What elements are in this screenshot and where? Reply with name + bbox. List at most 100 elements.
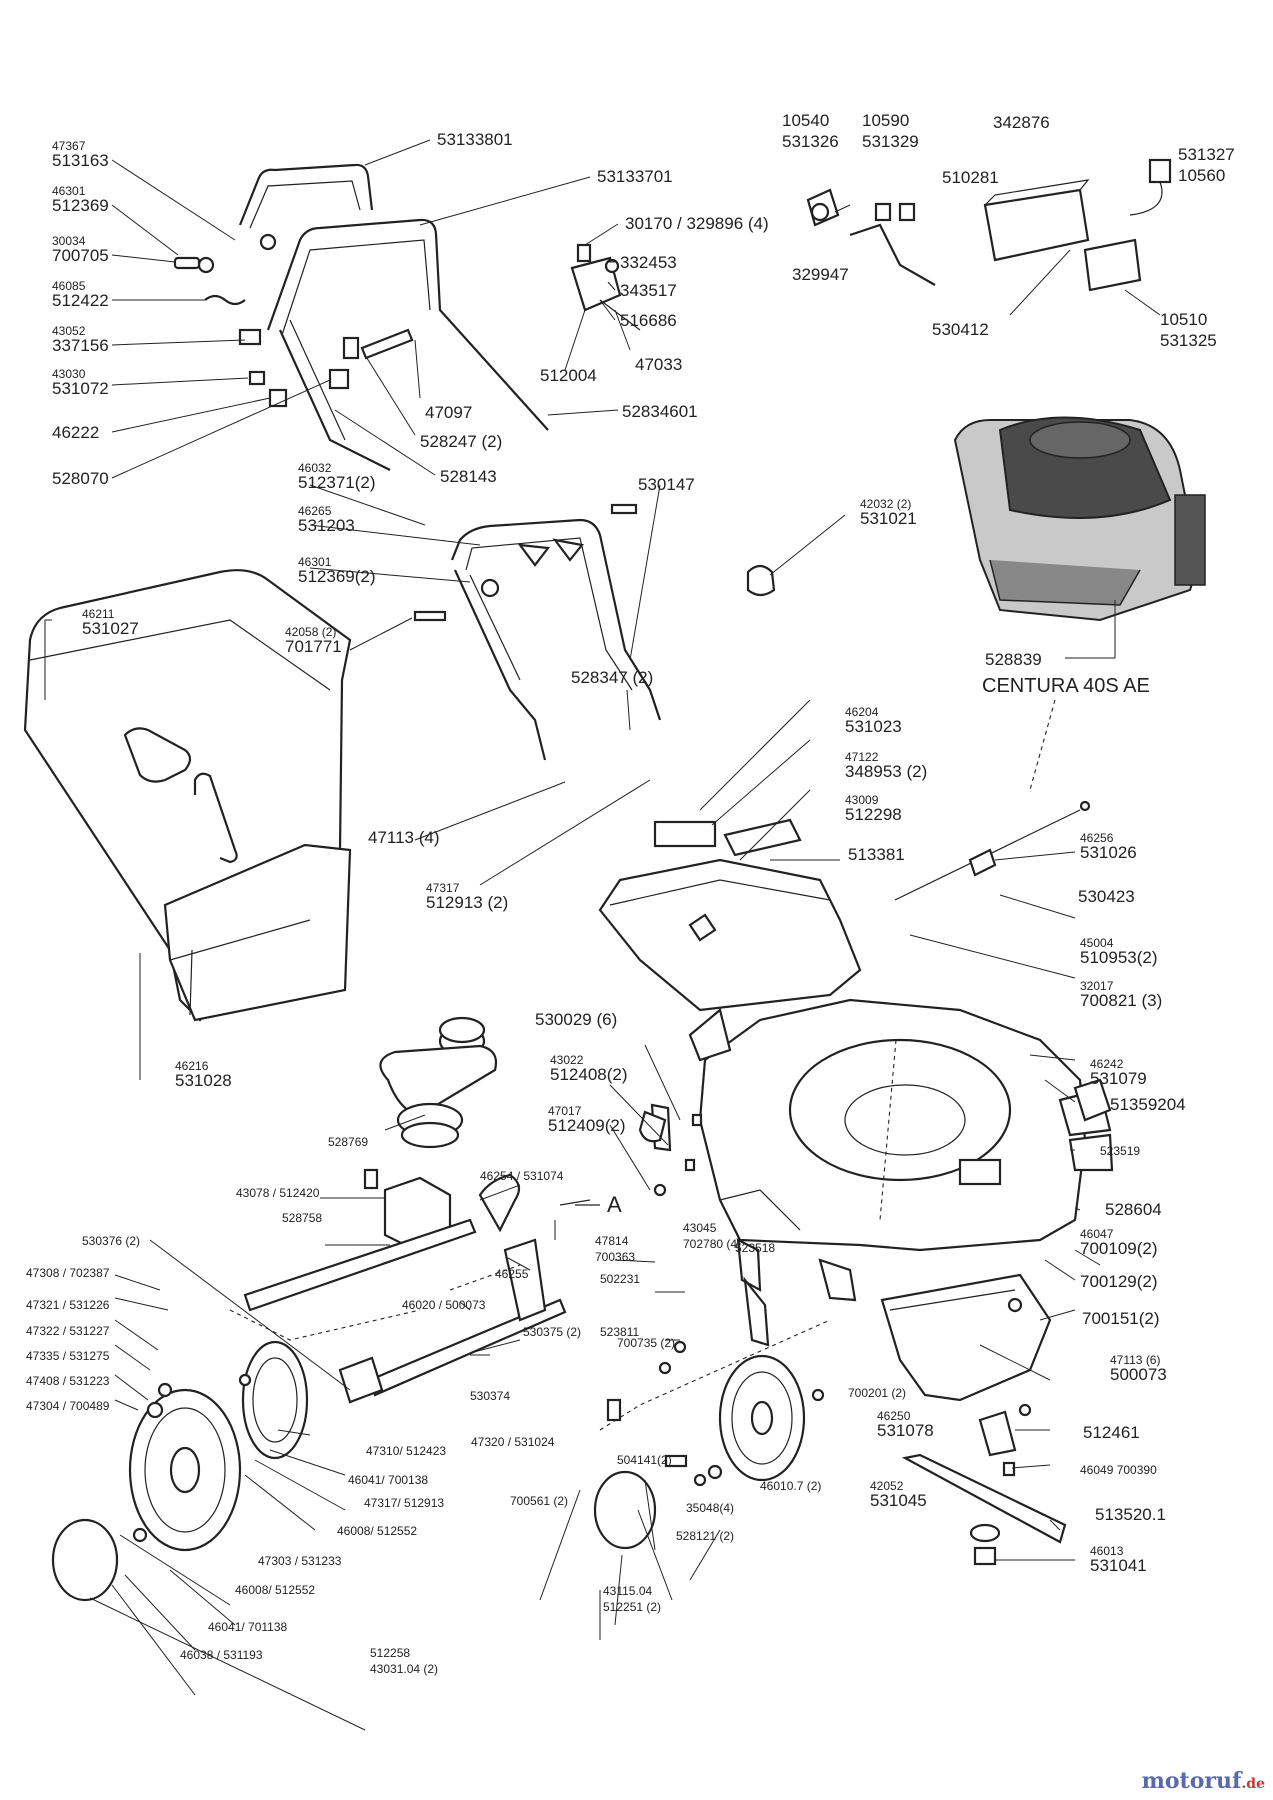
part-number-text: 47814 [595,1234,629,1248]
part-label: 528769 [328,1135,368,1149]
callout-letter: A [607,1192,622,1217]
part-label: 523811 [600,1325,639,1339]
part-number-text: 512251 (2) [603,1600,661,1614]
part-label: 528143 [440,467,497,486]
part-number-text: 46301 [298,555,332,569]
part-number-text: 342876 [993,113,1050,132]
part-label: 47322 / 531227 [26,1324,110,1338]
part-label: 43115.04 512251 (2) [603,1584,661,1614]
part-number-text: 47122 [845,750,879,764]
part-number-text: 47097 [425,403,472,422]
part-label: 528347 (2) [571,668,653,687]
part-number-text: 528247 (2) [420,432,502,451]
part-number-text: 531326 [782,132,839,151]
part-number-text: 53133801 [437,130,513,149]
part-label: 10540 531326 [782,111,839,151]
part-label: 530412 [932,320,989,339]
part-number-text: 504141(2) [617,1453,672,1467]
part-number-text: 47308 / 702387 [26,1266,110,1280]
part-label: 42032 (2)531021 [860,497,917,528]
knob-drawing [746,564,776,597]
engine-part-number: 528839 [985,650,1042,669]
lower-handle-drawing [413,503,662,761]
part-number-text: 47317/ 512913 [364,1496,444,1510]
part-label: 342876 [993,113,1050,132]
part-label: 700201 (2) [848,1386,906,1400]
rear-wheels-drawing [51,1340,309,1602]
part-label: 528604 [1105,1200,1162,1219]
watermark-brand: motoruf [1141,1768,1242,1794]
part-number-text: 530374 [470,1389,510,1403]
part-number-text: 531325 [1160,331,1217,350]
part-number-text: 47113 (6) [1110,1353,1160,1367]
part-label: 504141(2) [617,1453,672,1467]
part-number-text: 42032 (2) [860,497,911,511]
part-number-text: 528070 [52,469,109,488]
part-number-text: 502231 [600,1272,640,1286]
part-label: 512004 [540,366,597,385]
part-label: 47303 / 531233 [258,1554,342,1568]
part-number-text: 512258 [370,1646,410,1660]
part-label: 46049 700390 [1080,1463,1157,1477]
part-number-text: 510953(2) [1080,948,1158,967]
part-number-text: 43115.04 [603,1584,652,1598]
part-number-text: 337156 [52,336,109,355]
part-label: 47408 / 531223 [26,1374,110,1388]
part-label: 528247 (2) [420,432,502,451]
part-label: 510281 [942,168,999,187]
part-number-text: 46049 700390 [1080,1463,1157,1477]
part-number-text: 343517 [620,281,677,300]
part-label: 47321 / 531226 [26,1298,110,1312]
part-label: 47335 / 531275 [26,1349,110,1363]
part-number-text: 30170 / 329896 (4) [625,214,769,233]
part-number-text: 528604 [1105,1200,1162,1219]
part-number-text: 43078 / 512420 [236,1186,320,1200]
part-label: 47097 [425,403,472,422]
part-number-text: 531329 [862,132,919,151]
part-label: 502231 [600,1272,640,1286]
deck-plate-drawing [598,818,862,1012]
part-number-text: 332453 [620,253,677,272]
part-number-text: 528758 [282,1211,322,1225]
part-number-text: 530412 [932,320,989,339]
part-label: 46020 / 500073 [402,1298,486,1312]
part-number-text: 523519 [1100,1144,1140,1158]
part-number-text: 531026 [1080,843,1137,862]
part-number-text: 46008/ 512552 [235,1583,315,1597]
part-number-text: 45004 [1080,936,1114,950]
watermark-tld: .de [1241,1776,1265,1792]
watermark: motoruf.de [1142,1768,1265,1794]
part-number-text: 528143 [440,467,497,486]
part-number-text: 531079 [1090,1069,1147,1088]
part-number-text: 700201 (2) [848,1386,906,1400]
part-number-text: 348953 (2) [845,762,927,781]
part-label: 513520.1 [1095,1505,1166,1524]
part-number-text: 46085 [52,279,86,293]
part-label: 53133801 [437,130,513,149]
blade-assembly-drawing [880,1273,1067,1566]
part-number-text: 46222 [52,423,99,442]
part-number-text: 46204 [845,705,879,719]
part-number-text: 47113 (4) [368,828,440,847]
part-label: 51359204 [1110,1095,1186,1114]
part-number-text: 700735 (2) [617,1336,675,1350]
part-number-text: 46301 [52,184,86,198]
part-label: 53133701 [597,167,673,186]
part-number-text: 47322 / 531227 [26,1324,110,1338]
part-number-text: 10540 [782,111,829,130]
